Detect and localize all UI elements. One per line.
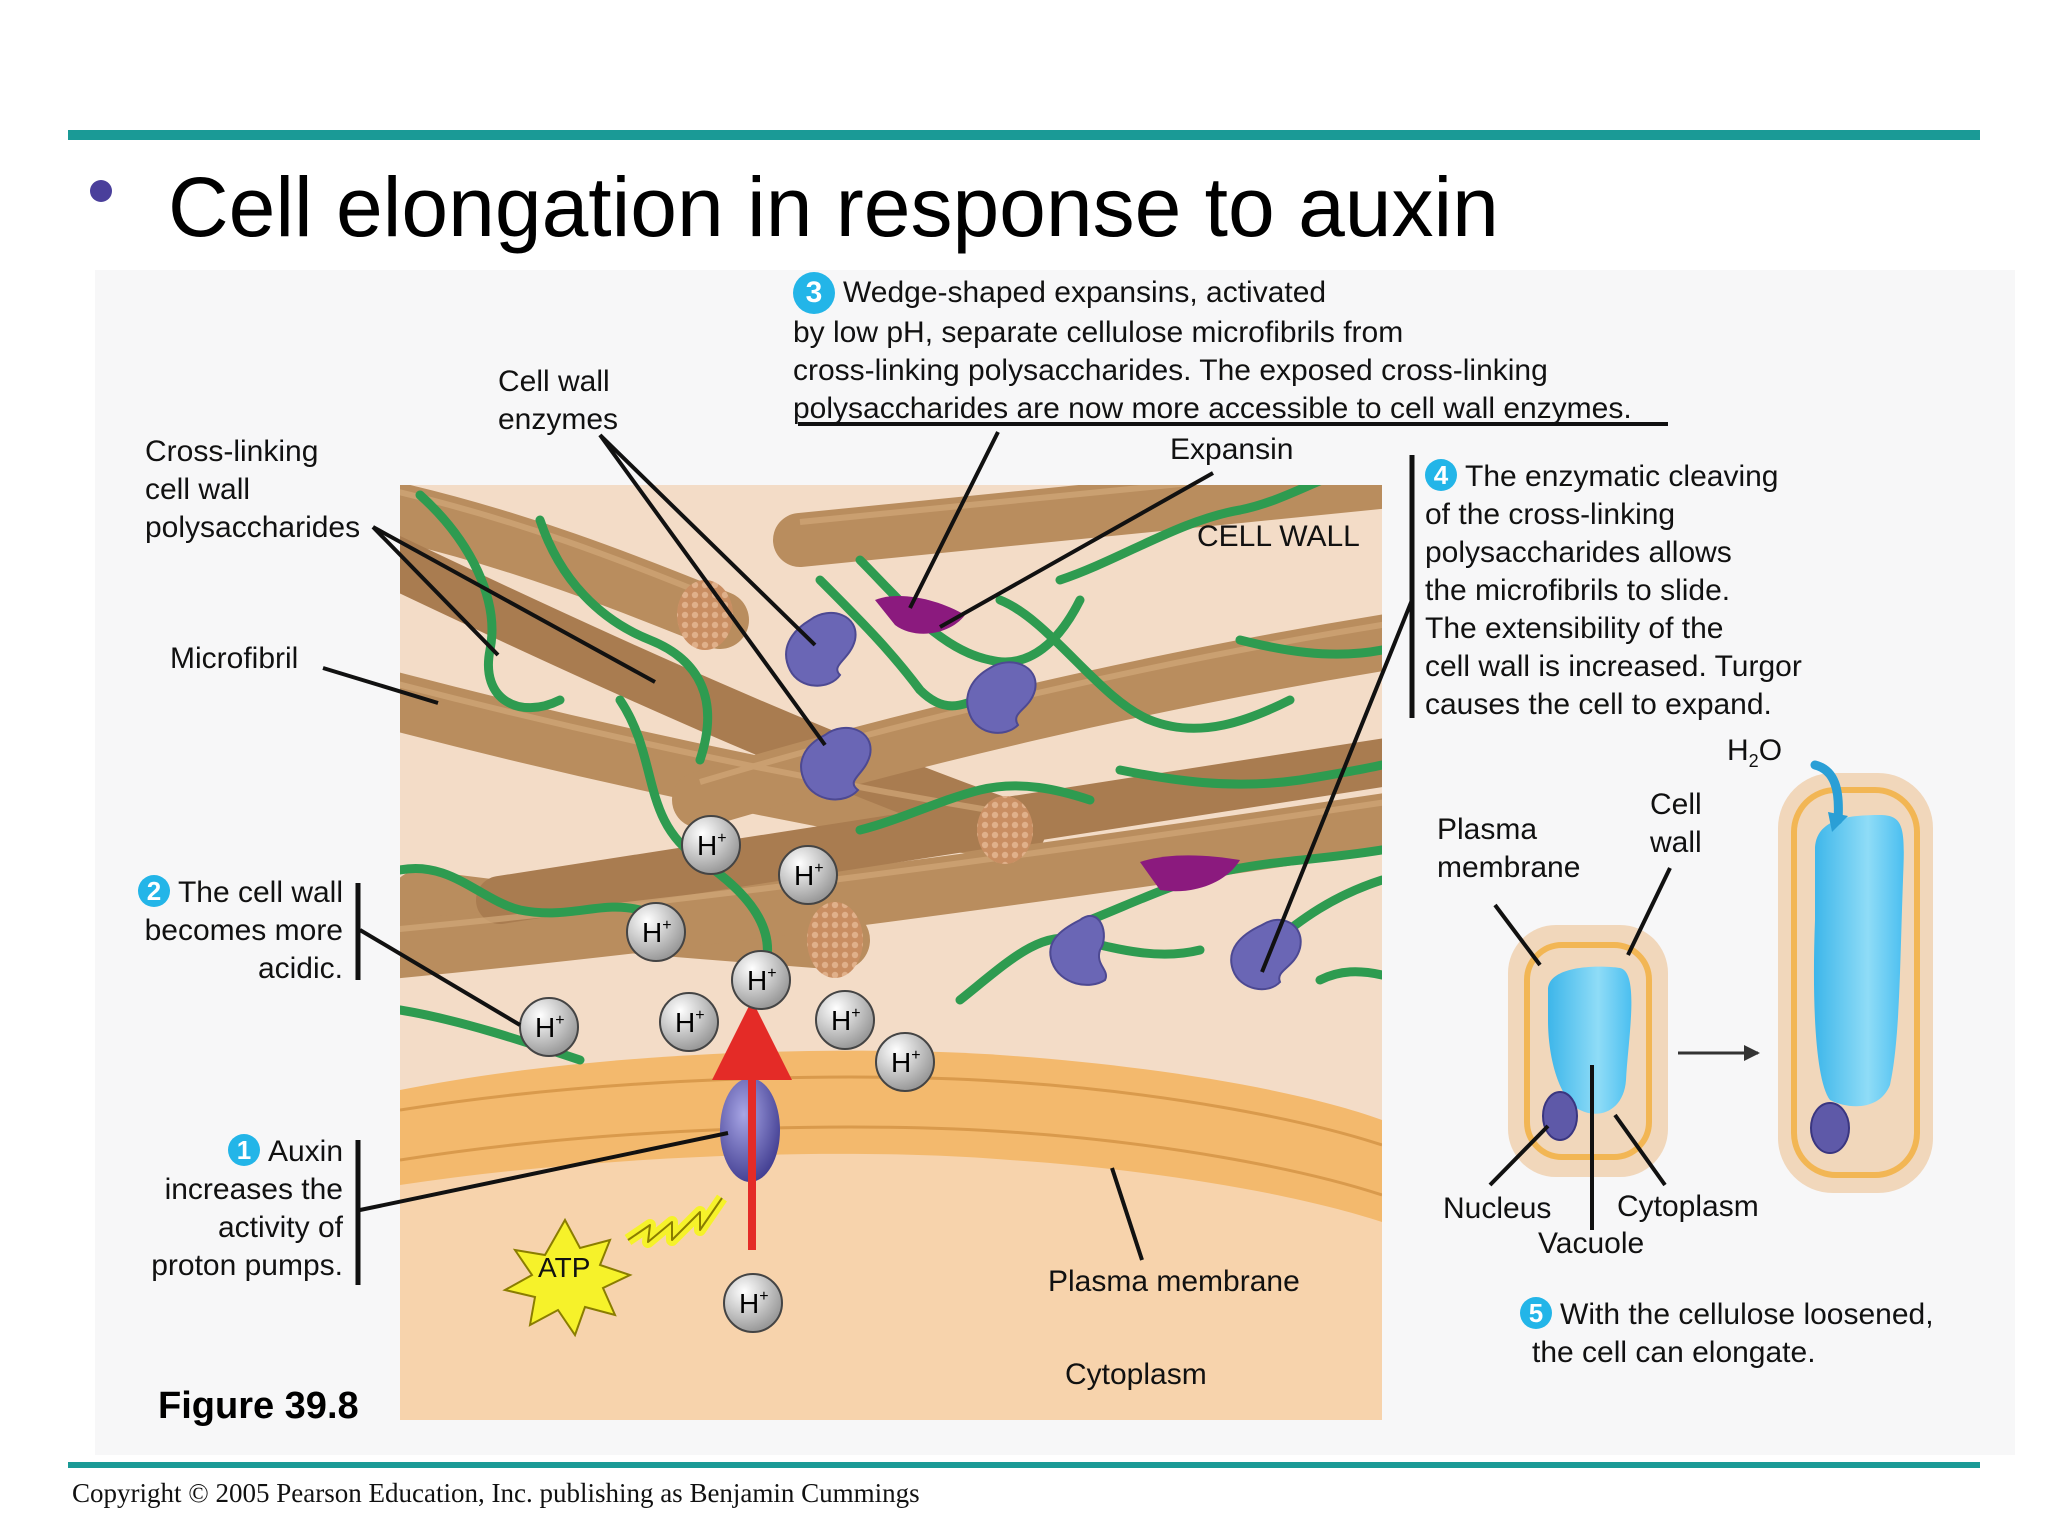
title-bullet xyxy=(90,180,112,202)
svg-text:H+: H+ xyxy=(675,1007,705,1038)
microfibril-end xyxy=(677,580,733,650)
leader-lines xyxy=(322,422,1668,1261)
water-arrow xyxy=(1810,760,1843,825)
step-4-number: 4 xyxy=(1425,459,1457,491)
proton-ion: H+ xyxy=(626,902,686,962)
proton-ion: H+ xyxy=(815,990,875,1050)
label-cell-wall-region: CELL WALL xyxy=(1197,520,1360,553)
svg-text:H+: H+ xyxy=(642,917,672,948)
label-nucleus: Nucleus xyxy=(1443,1192,1552,1225)
proton-ions: H+ H+ H+ H+ H+ H+ H+ H+ H+ xyxy=(519,815,935,1333)
proton-ion: H+ xyxy=(723,1273,783,1333)
cell-leader-lines xyxy=(1488,867,1672,1230)
cell-before xyxy=(1508,925,1668,1177)
proton-ion: H+ xyxy=(731,950,791,1010)
step-1-number: 1 xyxy=(227,1134,260,1166)
label-vacuole: Vacuole xyxy=(1538,1227,1645,1260)
label-atp: ATP xyxy=(538,1252,591,1283)
step-5-number: 5 xyxy=(1520,1297,1552,1329)
label-expansin: Expansin xyxy=(1170,433,1294,466)
svg-text:H+: H+ xyxy=(739,1288,769,1319)
cell-after xyxy=(1778,760,1933,1193)
label-microfibril: Microfibril xyxy=(170,642,299,675)
slide-title: Cell elongation in response to auxin xyxy=(168,160,1499,254)
label-plasma-membrane: Plasma membrane xyxy=(1048,1265,1300,1298)
cytoplasm-layer xyxy=(400,1153,1382,1420)
step-3-number: 3 xyxy=(793,272,835,314)
expansin-molecule xyxy=(1140,855,1240,892)
label-cytoplasm: Cytoplasm xyxy=(1065,1358,1207,1391)
figure-label: Figure 39.8 xyxy=(158,1385,359,1427)
bottom-rule xyxy=(68,1462,1980,1468)
microfibril-end xyxy=(807,902,863,978)
svg-text:H+: H+ xyxy=(697,830,727,861)
proton-ion: H+ xyxy=(659,992,719,1052)
proton-ion: H+ xyxy=(778,845,838,905)
proton-ion: H+ xyxy=(681,815,741,875)
microfibril-end xyxy=(977,796,1033,864)
proton-ion: H+ xyxy=(519,997,579,1057)
vacuole-after xyxy=(1813,815,1904,1107)
svg-text:H+: H+ xyxy=(794,860,824,891)
svg-text:H+: H+ xyxy=(831,1005,861,1036)
vacuole-before xyxy=(1548,966,1632,1114)
label-cell-cytoplasm: Cytoplasm xyxy=(1617,1190,1759,1223)
copyright-text: Copyright © 2005 Pearson Education, Inc.… xyxy=(72,1478,920,1508)
bracket-bars xyxy=(355,455,1415,1285)
svg-text:H+: H+ xyxy=(891,1047,921,1078)
nucleus-after xyxy=(1810,1102,1850,1154)
proton-ion: H+ xyxy=(875,1032,935,1092)
nucleus-before xyxy=(1542,1091,1578,1141)
atp-starburst xyxy=(502,1217,633,1338)
label-water: H2O xyxy=(1727,734,1783,771)
top-rule xyxy=(68,130,1980,140)
svg-text:H+: H+ xyxy=(747,965,777,996)
step-2-number: 2 xyxy=(137,875,170,907)
svg-text:H+: H+ xyxy=(535,1012,565,1043)
